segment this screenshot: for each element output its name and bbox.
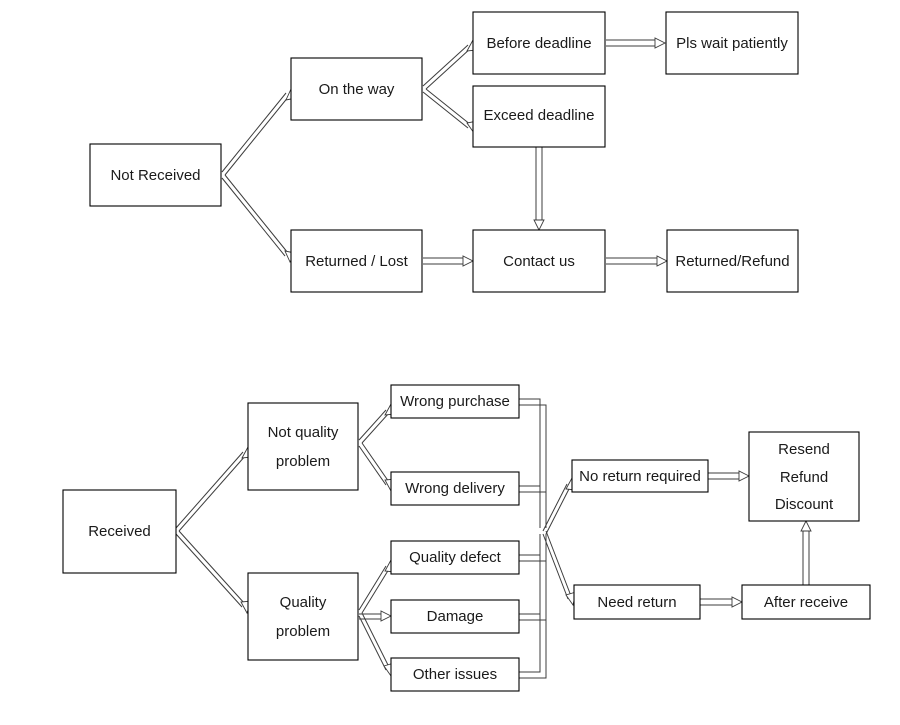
node-returned-lost[interactable]: Returned / Lost: [290, 229, 423, 293]
node-wrong-purchase[interactable]: Wrong purchase: [390, 384, 520, 419]
node-resend-label: Resend: [778, 441, 830, 458]
node-refund-label: Refund: [780, 469, 828, 486]
node-no-return-required-label: No return required: [579, 468, 701, 485]
edge-returned-lost-to-contact-us: [423, 255, 475, 267]
edge-exceed-deadline-to-contact-us: [533, 147, 545, 232]
node-received-label: Received: [88, 523, 151, 540]
node-exceed-deadline-label: Exceed deadline: [484, 107, 595, 124]
edge-quality-problem-to-other-issues: [358, 612, 395, 678]
edge-received-to-quality-problem: [175, 530, 252, 615]
node-contact-us-label: Contact us: [503, 253, 575, 270]
edge-need-return-to-after-receive: [700, 596, 744, 608]
node-damage[interactable]: Damage: [390, 599, 520, 634]
edge-after-receive-to-resend-refund-discount: [800, 519, 812, 585]
node-before-deadline[interactable]: Before deadline: [472, 11, 606, 75]
edge-on-the-way-to-exceed-deadline: [422, 88, 478, 135]
node-on-the-way[interactable]: On the way: [290, 57, 423, 121]
node-wrong-purchase-label: Wrong purchase: [400, 393, 510, 410]
node-not-quality-problem[interactable]: Not quality problem: [247, 402, 359, 491]
node-wrong-delivery[interactable]: Wrong delivery: [390, 471, 520, 506]
node-before-deadline-label: Before deadline: [486, 35, 591, 52]
edge-wrong-delivery-to-bus: [519, 485, 546, 493]
edge-bus-to-no-return-required: [542, 476, 576, 535]
edge-on-the-way-to-before-deadline: [422, 38, 478, 90]
edge-received-to-not-quality-problem: [175, 445, 253, 532]
node-damage-label: Damage: [427, 608, 484, 625]
node-received[interactable]: Received: [62, 489, 177, 574]
node-quality-defect[interactable]: Quality defect: [390, 540, 520, 575]
node-returned-refund[interactable]: Returned/Refund: [666, 229, 799, 293]
edge-quality-problem-to-quality-defect: [358, 558, 395, 614]
node-not-quality-problem-label-line1: Not quality: [268, 424, 339, 441]
node-exceed-deadline[interactable]: Exceed deadline: [472, 85, 606, 148]
edge-not-quality-to-wrong-purchase: [358, 402, 396, 444]
edge-other-issues-to-bus: [519, 534, 547, 679]
node-other-issues-label: Other issues: [413, 666, 497, 683]
edge-not-quality-to-wrong-delivery: [358, 442, 396, 493]
node-not-received[interactable]: Not Received: [89, 143, 222, 207]
edge-not-received-to-on-the-way: [221, 88, 297, 176]
node-pls-wait-patiently-label: Pls wait patiently: [676, 35, 788, 52]
edge-bus-to-need-return: [542, 530, 577, 607]
edge-before-deadline-to-pls-wait: [606, 37, 667, 49]
node-not-received-label: Not Received: [110, 167, 200, 184]
node-discount-label: Discount: [775, 496, 834, 513]
node-quality-problem-label-line1: Quality: [280, 594, 327, 611]
bottom-flow-connectors: [175, 398, 812, 679]
node-need-return[interactable]: Need return: [573, 584, 701, 620]
node-after-receive[interactable]: After receive: [741, 584, 871, 620]
edge-quality-defect-to-bus: [519, 554, 546, 562]
node-no-return-required[interactable]: No return required: [571, 459, 709, 493]
node-resend-refund-discount[interactable]: Resend Refund Discount: [748, 431, 860, 522]
node-quality-problem-label-line2: problem: [276, 623, 330, 640]
node-after-receive-label: After receive: [764, 594, 848, 611]
node-returned-lost-label: Returned / Lost: [305, 253, 408, 270]
top-flow-connectors: [221, 37, 669, 267]
node-other-issues[interactable]: Other issues: [390, 657, 520, 692]
node-returned-refund-label: Returned/Refund: [675, 253, 789, 270]
node-wrong-delivery-label: Wrong delivery: [405, 480, 505, 497]
node-quality-defect-label: Quality defect: [409, 549, 502, 566]
node-need-return-label: Need return: [597, 594, 676, 611]
edge-damage-to-bus: [519, 613, 546, 621]
node-not-quality-problem-label-line2: problem: [276, 453, 330, 470]
edge-contact-us-to-returned-refund: [606, 255, 669, 267]
node-on-the-way-label: On the way: [319, 81, 395, 98]
edge-no-return-to-resend-refund-discount: [708, 470, 751, 482]
node-quality-problem[interactable]: Quality problem: [247, 572, 359, 661]
node-pls-wait-patiently[interactable]: Pls wait patiently: [665, 11, 799, 75]
edge-wrong-purchase-to-bus: [519, 398, 547, 528]
node-contact-us[interactable]: Contact us: [472, 229, 606, 293]
edge-not-received-to-returned-lost: [221, 174, 296, 263]
